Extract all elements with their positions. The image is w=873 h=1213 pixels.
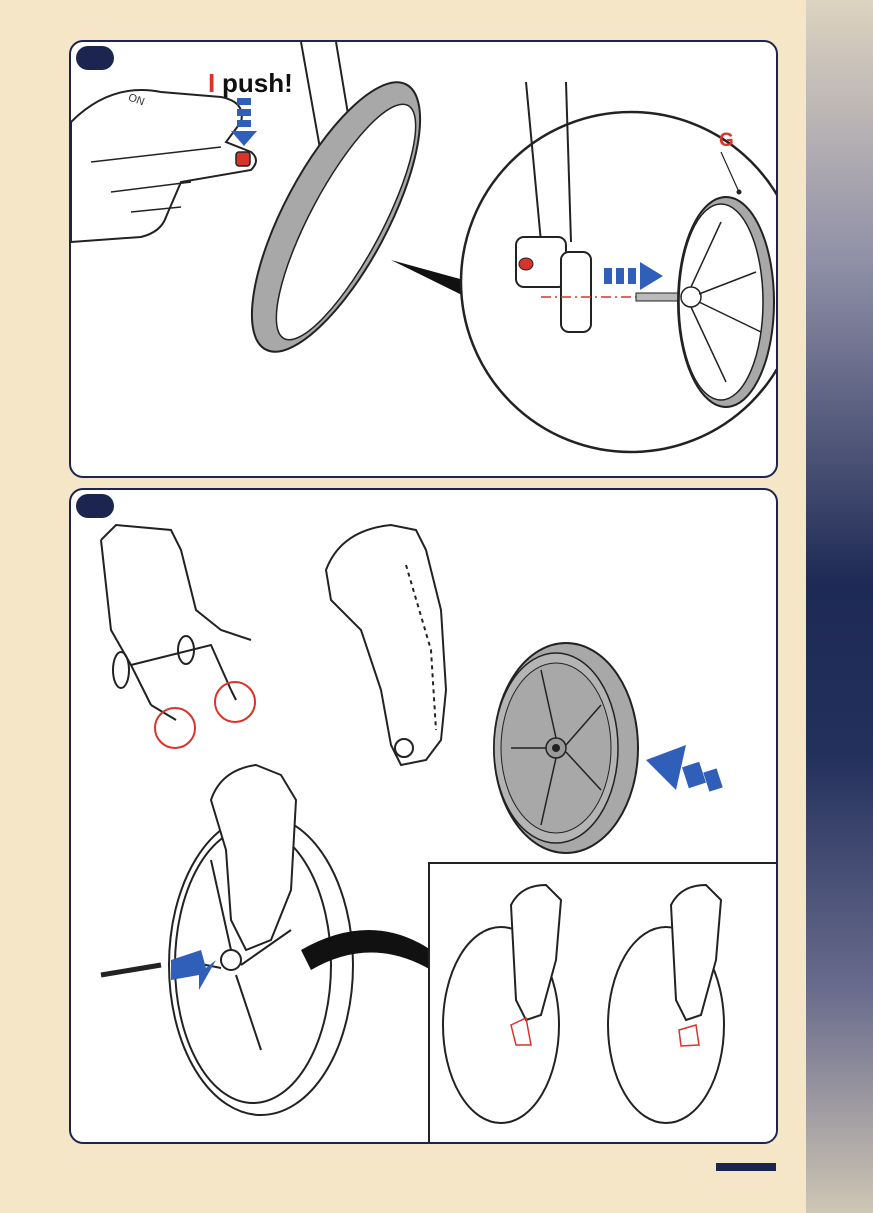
- page-number-bar: [716, 1163, 776, 1171]
- step-2-badge: [76, 494, 114, 518]
- highlight-circle-icon: [215, 682, 255, 722]
- part-g-label: G: [719, 130, 734, 152]
- step-2-illustration: [71, 490, 778, 1144]
- push-label: push!: [222, 68, 293, 99]
- highlight-circle-icon: [155, 708, 195, 748]
- indicator-label: I: [208, 68, 215, 99]
- fork-part-illustration: [326, 525, 446, 765]
- side-tab-strip: [806, 0, 873, 1213]
- wheel-illustration: [494, 643, 638, 853]
- step-panel-1: [69, 40, 778, 478]
- step-panel-2: [69, 488, 778, 1144]
- step-1-illustration: [71, 42, 778, 478]
- insert-arrow-icon: [646, 745, 723, 792]
- step-1-badge: [76, 46, 114, 70]
- stroller-frame-illustration: [101, 525, 251, 720]
